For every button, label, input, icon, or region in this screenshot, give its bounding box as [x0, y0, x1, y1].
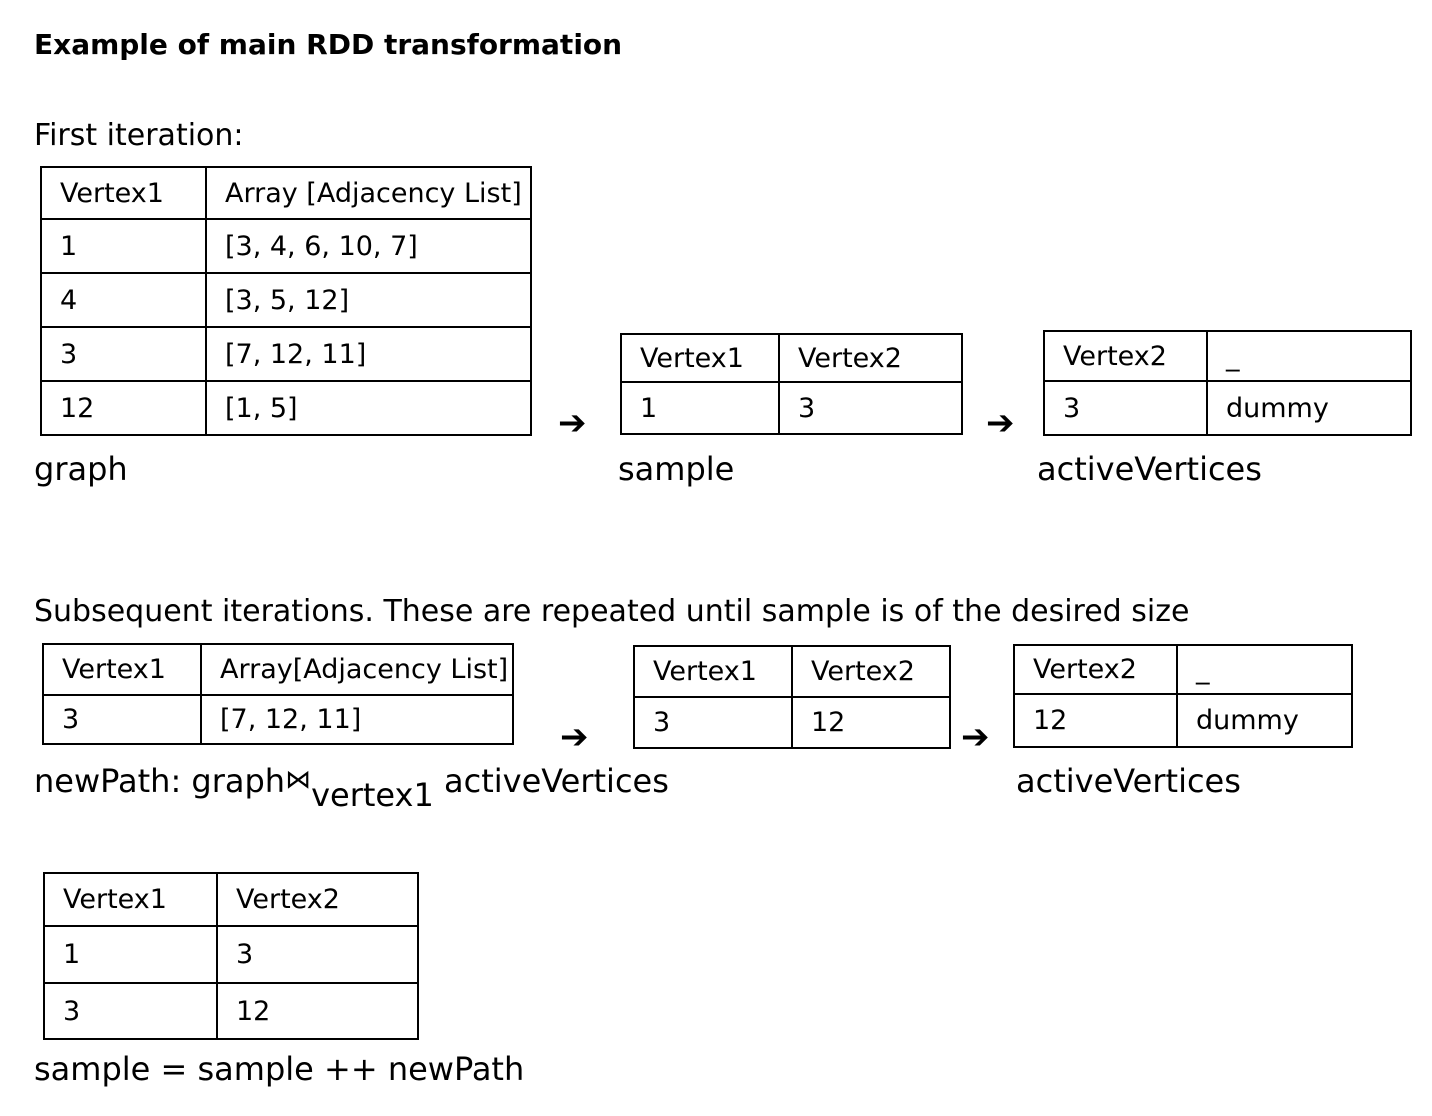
- table-cell: [1, 5]: [205, 380, 532, 436]
- active-vertices-table: Vertex2 _ 3 dummy: [1043, 330, 1412, 436]
- table-header-cell: Vertex2: [1013, 644, 1178, 695]
- arrow-right-icon: ➔: [558, 403, 587, 443]
- table-row: 12 [1, 5]: [40, 380, 532, 436]
- table-cell: 12: [40, 380, 207, 436]
- active-vertices-label-subsequent: activeVertices: [1016, 762, 1241, 800]
- table-cell: dummy: [1176, 693, 1353, 748]
- table-cell: [3, 5, 12]: [205, 272, 532, 328]
- sample-table: Vertex1 Vertex2 1 3: [620, 333, 963, 435]
- newpath-label-suffix: activeVertices: [433, 762, 669, 800]
- sample-label: sample: [618, 450, 735, 488]
- table-header-cell: Vertex2: [791, 645, 951, 698]
- table-cell: 1: [43, 925, 218, 984]
- table-cell: 4: [40, 272, 207, 328]
- table-row: 3 [7, 12, 11]: [40, 326, 532, 382]
- graph-label: graph: [34, 450, 128, 488]
- table-row: 3 [7, 12, 11]: [42, 694, 514, 745]
- table-cell: 3: [1043, 380, 1208, 436]
- newpath-table: Vertex1 Array[Adjacency List] 3 [7, 12, …: [42, 643, 514, 745]
- page-title: Example of main RDD transformation: [34, 28, 623, 61]
- table-cell: 1: [620, 381, 780, 435]
- table-row: 12 dummy: [1013, 693, 1353, 748]
- table-header-cell: Vertex1: [633, 645, 793, 698]
- table-row: 4 [3, 5, 12]: [40, 272, 532, 328]
- table-row: 3 12: [633, 696, 951, 749]
- table-header-cell: _: [1176, 644, 1353, 695]
- arrow-right-icon: ➔: [560, 717, 589, 757]
- table-cell: 3: [40, 326, 207, 382]
- active-vertices-table-subsequent: Vertex2 _ 12 dummy: [1013, 644, 1353, 748]
- table-row: 3 dummy: [1043, 380, 1412, 436]
- table-cell: 3: [42, 694, 202, 745]
- table-header-cell: Vertex2: [216, 872, 419, 927]
- table-header-cell: Vertex1: [43, 872, 218, 927]
- newpath-label: newPath: graph⋈vertex1 activeVertices: [34, 762, 669, 814]
- table-header-cell: Vertex1: [620, 333, 780, 383]
- table-header-row: Vertex2 _: [1043, 330, 1412, 382]
- table-header-cell: Vertex1: [40, 166, 207, 220]
- table-cell: 12: [1013, 693, 1178, 748]
- table-row: 1 [3, 4, 6, 10, 7]: [40, 218, 532, 274]
- table-cell: 3: [43, 982, 218, 1040]
- sample-update-label: sample = sample ++ newPath: [34, 1050, 525, 1088]
- table-header-cell: Array [Adjacency List]: [205, 166, 532, 220]
- table-cell: 1: [40, 218, 207, 274]
- newpath-label-subscript: vertex1: [311, 776, 434, 814]
- table-header-cell: _: [1206, 330, 1412, 382]
- table-header-cell: Vertex2: [1043, 330, 1208, 382]
- active-vertices-label: activeVertices: [1037, 450, 1262, 488]
- join-icon: ⋈: [285, 765, 312, 795]
- table-header-cell: Array[Adjacency List]: [200, 643, 514, 696]
- table-cell: [7, 12, 11]: [200, 694, 514, 745]
- table-cell: 12: [216, 982, 419, 1040]
- arrow-right-icon: ➔: [961, 717, 990, 757]
- table-row: 3 12: [43, 982, 419, 1040]
- table-cell: [7, 12, 11]: [205, 326, 532, 382]
- table-header-row: Vertex2 _: [1013, 644, 1353, 695]
- newpath-label-prefix: newPath: graph: [34, 762, 286, 800]
- table-row: 1 3: [43, 925, 419, 984]
- table-cell: 3: [633, 696, 793, 749]
- table-header-cell: Vertex2: [778, 333, 963, 383]
- subsequent-heading: Subsequent iterations. These are repeate…: [34, 594, 1190, 629]
- table-cell: [3, 4, 6, 10, 7]: [205, 218, 532, 274]
- arrow-right-icon: ➔: [986, 403, 1015, 443]
- table-cell: 3: [216, 925, 419, 984]
- final-sample-table: Vertex1 Vertex2 1 3 3 12: [43, 872, 419, 1040]
- table-cell: dummy: [1206, 380, 1412, 436]
- table-header-row: Vertex1 Vertex2: [633, 645, 951, 698]
- table-cell: 3: [778, 381, 963, 435]
- table-cell: 12: [791, 696, 951, 749]
- graph-table: Vertex1 Array [Adjacency List] 1 [3, 4, …: [40, 166, 532, 436]
- table-header-row: Vertex1 Array[Adjacency List]: [42, 643, 514, 696]
- table-header-row: Vertex1 Vertex2: [620, 333, 963, 383]
- first-iteration-heading: First iteration:: [34, 118, 244, 153]
- table-header-row: Vertex1 Array [Adjacency List]: [40, 166, 532, 220]
- table-row: 1 3: [620, 381, 963, 435]
- table-header-row: Vertex1 Vertex2: [43, 872, 419, 927]
- table-header-cell: Vertex1: [42, 643, 202, 696]
- vertex-pair-table: Vertex1 Vertex2 3 12: [633, 645, 951, 749]
